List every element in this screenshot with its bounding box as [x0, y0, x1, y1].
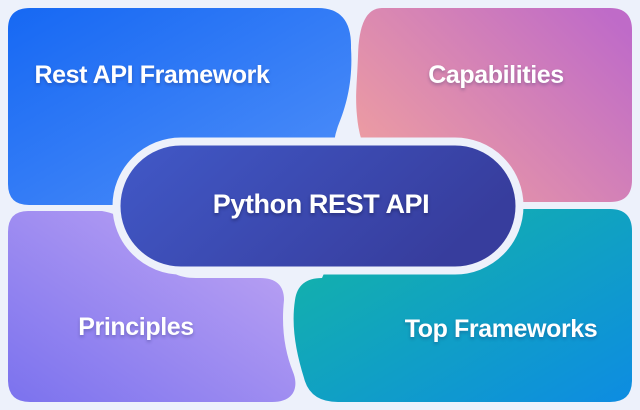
node-rest-api-framework-label: Rest API Framework [34, 61, 270, 89]
node-principles-shape[interactable] [8, 211, 296, 402]
node-top-frameworks-label: Top Frameworks [405, 315, 598, 343]
center-pill-label: Python REST API [213, 189, 430, 219]
center-pill-shape[interactable] [112, 137, 524, 275]
node-capabilities-label: Capabilities [428, 61, 564, 89]
node-principles-label: Principles [78, 313, 194, 341]
